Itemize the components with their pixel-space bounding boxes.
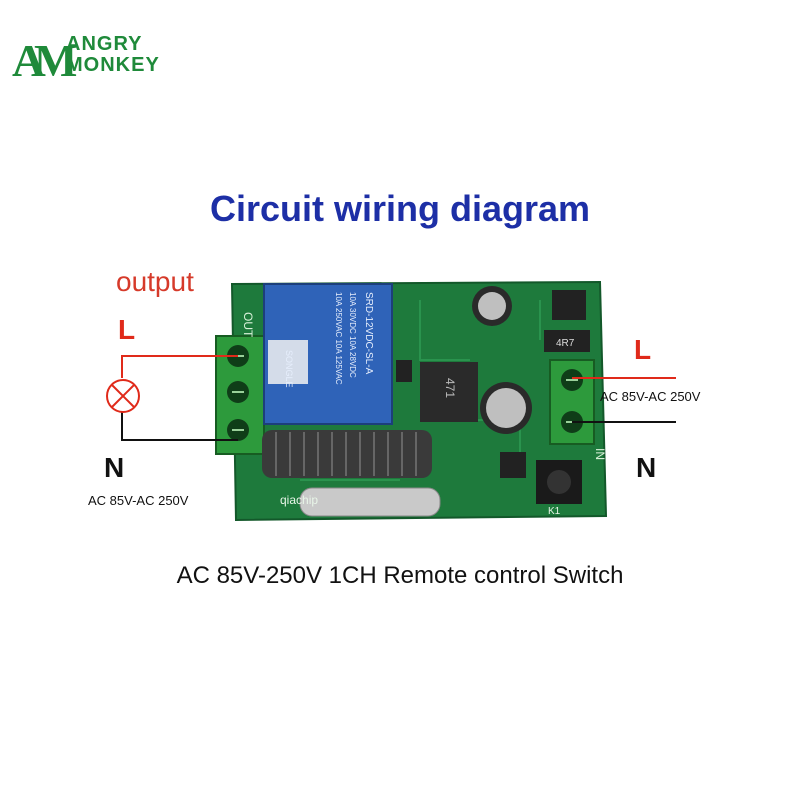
relay-brand: SONGLE: [284, 350, 294, 388]
logo-line2: MONKEY: [66, 54, 160, 76]
relay: SONGLE 10A 250VAC 10A 125VAC 10A 30VDC 1…: [263, 283, 393, 425]
right-terminal-block: [549, 359, 595, 445]
right-voltage-label: AC 85V-AC 250V: [600, 389, 701, 404]
button-label: K1: [548, 506, 561, 517]
in-label: IN: [593, 448, 607, 460]
chip-label: 4R7: [556, 338, 575, 349]
logo-line1: ANGRY: [66, 33, 143, 55]
resistor-4r7: [544, 330, 590, 352]
right-wiring: [572, 377, 676, 423]
antenna-text: qiachip: [280, 493, 318, 507]
relay-model: SRD-12VDC-SL-A: [363, 292, 374, 375]
left-line-label: L: [118, 314, 136, 345]
transistor: [396, 360, 412, 382]
right-line-label: L: [634, 334, 652, 365]
crystal-oscillator: [299, 487, 441, 517]
antenna-coil: [262, 430, 432, 478]
relay-rating-1: 10A 250VAC 10A 125VAC: [334, 292, 343, 385]
out-label: OUT: [241, 312, 255, 338]
capacitor-large: [480, 382, 532, 434]
inductor: 471: [420, 362, 478, 422]
push-button: [536, 460, 582, 504]
caption: AC 85V-250V 1CH Remote control Switch: [176, 562, 624, 589]
left-wiring: [121, 355, 238, 441]
lamp-icon: [106, 379, 140, 413]
capacitor-small: [472, 286, 512, 326]
ic-chip-bottom: [500, 452, 526, 478]
right-neutral-label: N: [636, 452, 657, 483]
left-neutral-label: N: [104, 452, 125, 483]
output-label: output: [116, 266, 194, 297]
diagram-title: Circuit wiring diagram: [209, 188, 591, 229]
ic-chip-top: [552, 290, 586, 320]
left-voltage-label: AC 85V-AC 250V: [88, 493, 189, 508]
relay-rating-2: 10A 30VDC 10A 28VDC: [348, 292, 357, 378]
left-terminal-block: [215, 335, 265, 455]
inductor-label: 471: [443, 378, 457, 398]
